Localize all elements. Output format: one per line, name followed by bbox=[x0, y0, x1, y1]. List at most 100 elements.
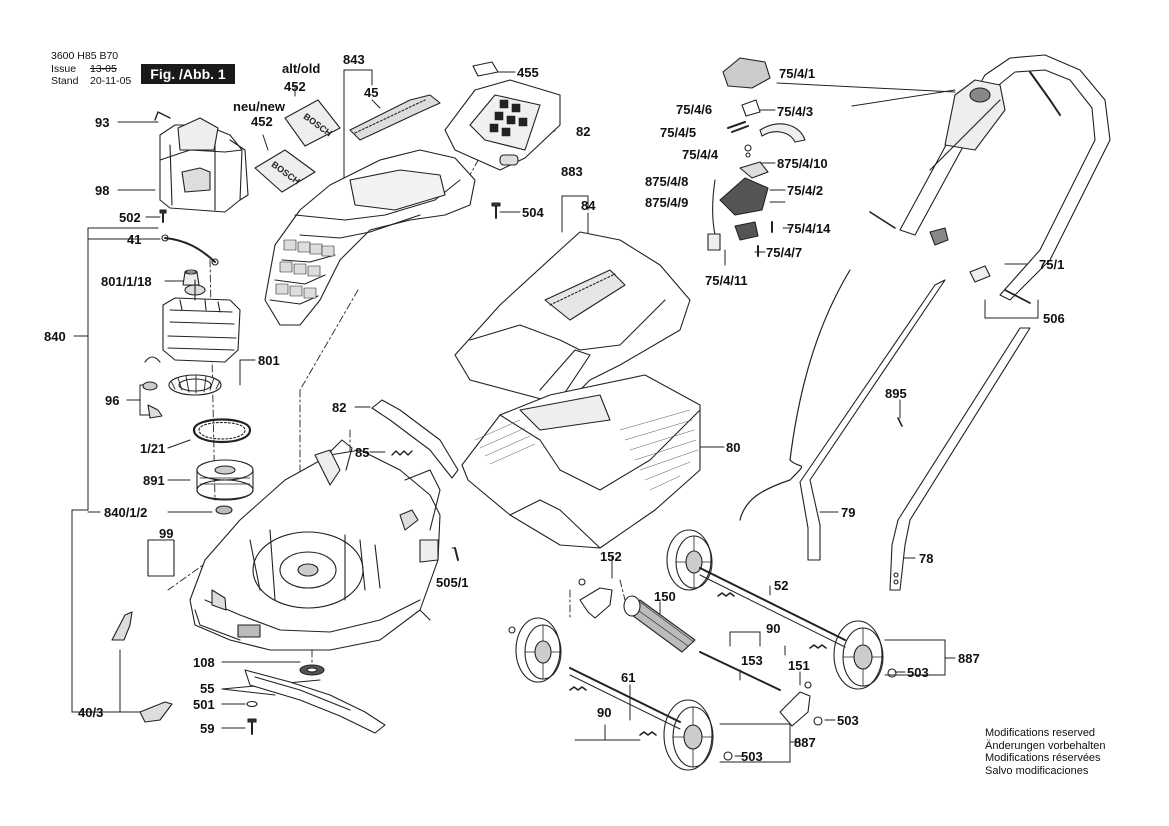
clip-40-3-a bbox=[111, 611, 133, 641]
part-label-80: 80 bbox=[726, 440, 741, 455]
motor-housing-98 bbox=[154, 111, 249, 213]
axle-153 bbox=[699, 651, 781, 691]
axle-61 bbox=[569, 667, 681, 723]
part-label-108: 108 bbox=[193, 655, 215, 670]
part-label-90-a: 90 bbox=[766, 621, 781, 636]
modifications-note: Modifications reserved Änderungen vorbeh… bbox=[985, 727, 1105, 777]
cover-82-top bbox=[444, 79, 561, 171]
mower-deck bbox=[189, 439, 441, 651]
modifications-line-fr: Modifications réservées bbox=[985, 752, 1101, 764]
grass-box-top-84 bbox=[454, 231, 691, 411]
washer-501 bbox=[246, 700, 258, 708]
plate-99 bbox=[147, 539, 175, 577]
clip-40-3-b bbox=[139, 701, 173, 723]
part-label-150: 150 bbox=[654, 589, 676, 604]
part-label-153: 153 bbox=[741, 653, 763, 668]
part-label-452-old: 452 bbox=[284, 79, 306, 94]
pulley-891 bbox=[196, 459, 254, 501]
spring-90-a bbox=[717, 592, 735, 597]
switch-assembly-75-4 bbox=[707, 57, 806, 257]
screw-502 bbox=[159, 209, 167, 223]
part-label-455: 455 bbox=[517, 65, 539, 80]
cover-82-mid bbox=[371, 399, 459, 479]
part-label-61: 61 bbox=[621, 670, 636, 685]
motor-801 bbox=[162, 279, 241, 363]
wheel-front-left bbox=[515, 617, 562, 683]
part-label-55: 55 bbox=[200, 681, 215, 696]
wheel-rear-left bbox=[663, 699, 714, 771]
part-label-41: 41 bbox=[127, 232, 142, 247]
part-label-75-4-7: 75/4/7 bbox=[766, 245, 803, 260]
spring-85 bbox=[391, 450, 413, 456]
part-label-75-4-1: 75/4/1 bbox=[779, 66, 816, 81]
part-label-75-4-3: 75/4/3 bbox=[777, 104, 814, 119]
screw-59 bbox=[247, 718, 257, 735]
part-label-452-new: 452 bbox=[251, 114, 273, 129]
stand-label: Stand bbox=[51, 75, 79, 87]
part-label-75-1: 75/1 bbox=[1039, 257, 1065, 272]
part-label-85: 85 bbox=[355, 445, 370, 460]
axle-52 bbox=[699, 567, 846, 641]
part-label-93: 93 bbox=[95, 115, 110, 130]
part-label-843: 843 bbox=[343, 52, 365, 67]
part-label-75-4-14: 75/4/14 bbox=[787, 221, 831, 236]
alt-old-note: alt/old bbox=[282, 61, 321, 76]
fan-and-bearings-96 bbox=[142, 356, 222, 419]
part-label-503-b: 503 bbox=[837, 713, 859, 728]
grass-box-80 bbox=[461, 374, 701, 549]
part-label-875-4-10: 875/4/10 bbox=[777, 156, 828, 171]
figure-badge: Fig. /Abb. 1 bbox=[141, 64, 235, 84]
part-label-883: 883 bbox=[561, 164, 583, 179]
stand-value: 20-11-05 bbox=[90, 75, 132, 87]
part-label-75-4-4: 75/4/4 bbox=[682, 147, 719, 162]
part-label-82-top: 82 bbox=[576, 124, 591, 139]
part-label-891: 891 bbox=[143, 473, 165, 488]
part-label-75-4-5: 75/4/5 bbox=[660, 125, 697, 140]
part-label-79: 79 bbox=[841, 505, 856, 520]
part-label-151: 151 bbox=[788, 658, 810, 673]
part-label-504: 504 bbox=[522, 205, 544, 220]
top-cover-843 bbox=[264, 149, 476, 326]
label-452-old bbox=[284, 99, 341, 147]
part-label-503-c: 503 bbox=[741, 749, 763, 764]
belt-1-21 bbox=[192, 418, 252, 444]
part-label-502: 502 bbox=[119, 210, 141, 225]
part-label-75-4-6: 75/4/6 bbox=[676, 102, 713, 117]
part-label-1-21: 1/21 bbox=[140, 441, 166, 456]
neu-new-note: neu/new bbox=[233, 99, 286, 114]
grip-45 bbox=[349, 94, 441, 141]
part-label-501: 501 bbox=[193, 697, 215, 712]
spring-90-c bbox=[569, 686, 587, 691]
part-label-75-4-2: 75/4/2 bbox=[787, 183, 824, 198]
issue-label: Issue bbox=[51, 63, 77, 75]
part-label-887-a: 887 bbox=[958, 651, 980, 666]
part-label-875-4-9: 875/4/9 bbox=[645, 195, 689, 210]
document-code: 3600 H85 B70 bbox=[51, 50, 119, 62]
wheel-front-top bbox=[666, 529, 713, 591]
modifications-line-es: Salvo modificaciones bbox=[985, 764, 1089, 777]
part-label-506: 506 bbox=[1043, 311, 1065, 326]
part-label-801: 801 bbox=[258, 353, 280, 368]
part-label-505-1: 505/1 bbox=[436, 575, 469, 590]
issue-value: 13-05 bbox=[90, 63, 117, 75]
part-label-75-4-11: 75/4/11 bbox=[705, 273, 748, 288]
part-label-801-1-18: 801/1/18 bbox=[101, 274, 152, 289]
part-label-840: 840 bbox=[44, 329, 66, 344]
part-label-90-b: 90 bbox=[597, 705, 612, 720]
cable-41 bbox=[164, 237, 216, 263]
part-label-99: 99 bbox=[159, 526, 174, 541]
part-label-52: 52 bbox=[774, 578, 789, 593]
bracket-151 bbox=[779, 691, 811, 727]
part-label-82-mid: 82 bbox=[332, 400, 347, 415]
modifications-line-en: Modifications reserved bbox=[985, 727, 1096, 739]
part-label-152: 152 bbox=[600, 549, 622, 564]
part-label-78: 78 bbox=[919, 551, 934, 566]
roller-150 bbox=[623, 595, 696, 653]
wheel-rear-right bbox=[833, 620, 884, 690]
lower-handle-79 bbox=[799, 279, 946, 561]
modifications-line-de: Änderungen vorbehalten bbox=[985, 739, 1106, 752]
upper-handle-75-1 bbox=[869, 54, 1111, 301]
part-label-96: 96 bbox=[105, 393, 120, 408]
leader-lines bbox=[71, 69, 1039, 763]
